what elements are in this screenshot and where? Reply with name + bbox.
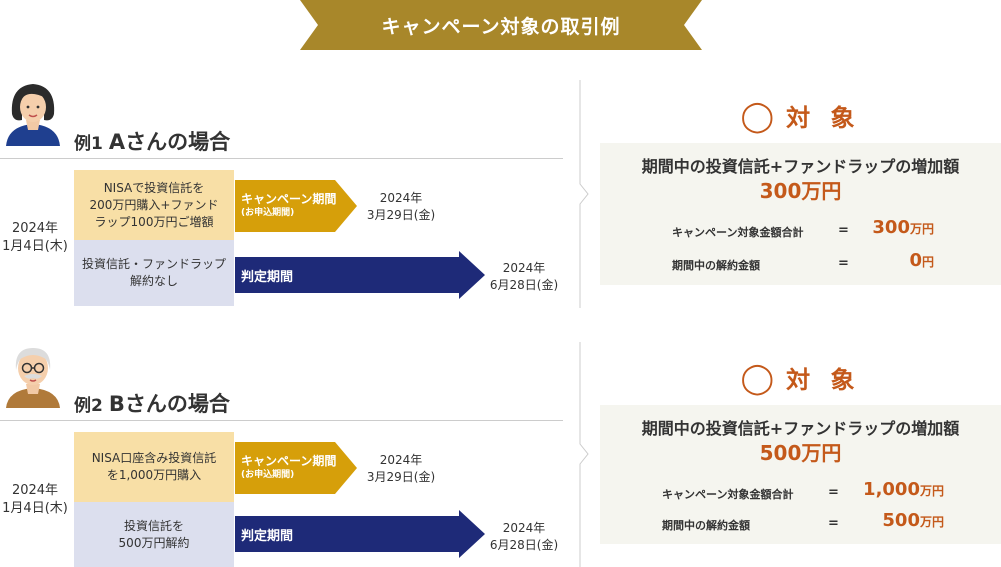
judgement-period-arrow: 判定期間 bbox=[235, 251, 485, 299]
judgement-end-date: 2024年 6月28日(金) bbox=[489, 521, 559, 552]
start-date: 2024年 1月4日(木) bbox=[2, 221, 68, 254]
sell-cell: 投資信託を 500万円解約 bbox=[74, 502, 234, 567]
campaign-total-unit: 万円 bbox=[909, 222, 934, 236]
woman-avatar-icon bbox=[4, 80, 62, 146]
cancel-amount-equals: = bbox=[838, 256, 849, 271]
result-heading: 期間中の投資信託+ファンドラップの増加額 bbox=[641, 419, 960, 438]
judgement-end-date: 2024年 6月28日(金) bbox=[489, 261, 559, 292]
campaign-total-label: キャンペーン対象金額合計 bbox=[662, 488, 794, 501]
target-label: 対 象 bbox=[786, 366, 861, 394]
page-title: キャンペーン対象の取引例 bbox=[381, 15, 621, 38]
campaign-total-unit: 万円 bbox=[919, 484, 944, 498]
cancel-amount-label: 期間中の解約金額 bbox=[672, 259, 760, 272]
circle-mark-icon: ◯ bbox=[740, 361, 781, 396]
cancel-amount-equals: = bbox=[828, 516, 839, 531]
cancel-amount-number: 500 bbox=[882, 510, 920, 531]
campaign-period-arrow: キャンペーン期間 (お申込期間) bbox=[235, 442, 357, 494]
example-number: 例2 bbox=[74, 396, 103, 416]
example-name: Aさんの場合 bbox=[108, 130, 231, 154]
result-amount: 500万円 bbox=[759, 441, 842, 465]
campaign-period-label: キャンペーン期間 bbox=[241, 454, 337, 468]
judgement-period-label: 判定期間 bbox=[241, 270, 294, 285]
chevron-divider bbox=[578, 342, 590, 567]
circle-mark-icon: ◯ bbox=[740, 99, 781, 134]
chevron-divider bbox=[578, 80, 590, 308]
campaign-period-arrow: キャンペーン期間 (お申込期間) bbox=[235, 180, 357, 232]
example-name: Bさんの場合 bbox=[108, 392, 230, 416]
cancel-amount-number: 0 bbox=[909, 250, 922, 271]
result-heading: 期間中の投資信託+ファンドラップの増加額 bbox=[641, 157, 960, 176]
campaign-total-number: 1,000 bbox=[863, 479, 920, 500]
campaign-total-equals: = bbox=[828, 485, 839, 500]
campaign-period-sub: (お申込期間) bbox=[241, 470, 295, 480]
campaign-end-date: 2024年 3月29日(金) bbox=[366, 453, 436, 484]
cancel-amount-unit: 円 bbox=[921, 255, 934, 269]
result-amount: 300万円 bbox=[759, 179, 842, 203]
campaign-end-date: 2024年 3月29日(金) bbox=[366, 191, 436, 222]
campaign-total-number: 300 bbox=[872, 217, 910, 238]
purchase-cell: NISAで投資信託を 200万円購入+ファンド ラップ100万円ご増額 bbox=[74, 170, 234, 240]
banner-ribbon-shape bbox=[300, 0, 702, 50]
elderly-man-avatar-icon bbox=[4, 342, 62, 408]
heading-divider bbox=[0, 158, 563, 159]
target-mark: ◯対 象 bbox=[600, 360, 1001, 396]
campaign-total-label: キャンペーン対象金額合計 bbox=[672, 226, 804, 239]
cancel-amount-value: 0円 bbox=[850, 250, 934, 271]
heading-divider bbox=[0, 420, 563, 421]
target-label: 対 象 bbox=[786, 104, 861, 132]
target-mark: ◯対 象 bbox=[600, 98, 1001, 134]
campaign-period-label: キャンペーン期間 bbox=[241, 192, 337, 206]
cancel-amount-value: 500万円 bbox=[840, 510, 944, 531]
judgement-period-label: 判定期間 bbox=[241, 529, 294, 544]
result-box: 期間中の投資信託+ファンドラップの増加額 300万円 キャンペーン対象金額合計 … bbox=[600, 143, 1001, 285]
title-banner: キャンペーン対象の取引例 bbox=[300, 0, 702, 50]
start-date: 2024年 1月4日(木) bbox=[2, 483, 68, 516]
campaign-total-value: 300万円 bbox=[850, 217, 934, 238]
purchase-cell: NISA口座含み投資信託 を1,000万円購入 bbox=[74, 432, 234, 502]
result-box: 期間中の投資信託+ファンドラップの増加額 500万円 キャンペーン対象金額合計 … bbox=[600, 405, 1001, 544]
cancel-amount-label: 期間中の解約金額 bbox=[662, 519, 750, 532]
campaign-total-value: 1,000万円 bbox=[840, 479, 944, 500]
judgement-period-arrow: 判定期間 bbox=[235, 510, 485, 558]
campaign-period-sub: (お申込期間) bbox=[241, 208, 295, 218]
campaign-total-equals: = bbox=[838, 223, 849, 238]
sell-cell: 投資信託・ファンドラップ 解約なし bbox=[74, 240, 234, 306]
cancel-amount-unit: 万円 bbox=[919, 515, 944, 529]
example-number: 例1 bbox=[74, 134, 103, 154]
